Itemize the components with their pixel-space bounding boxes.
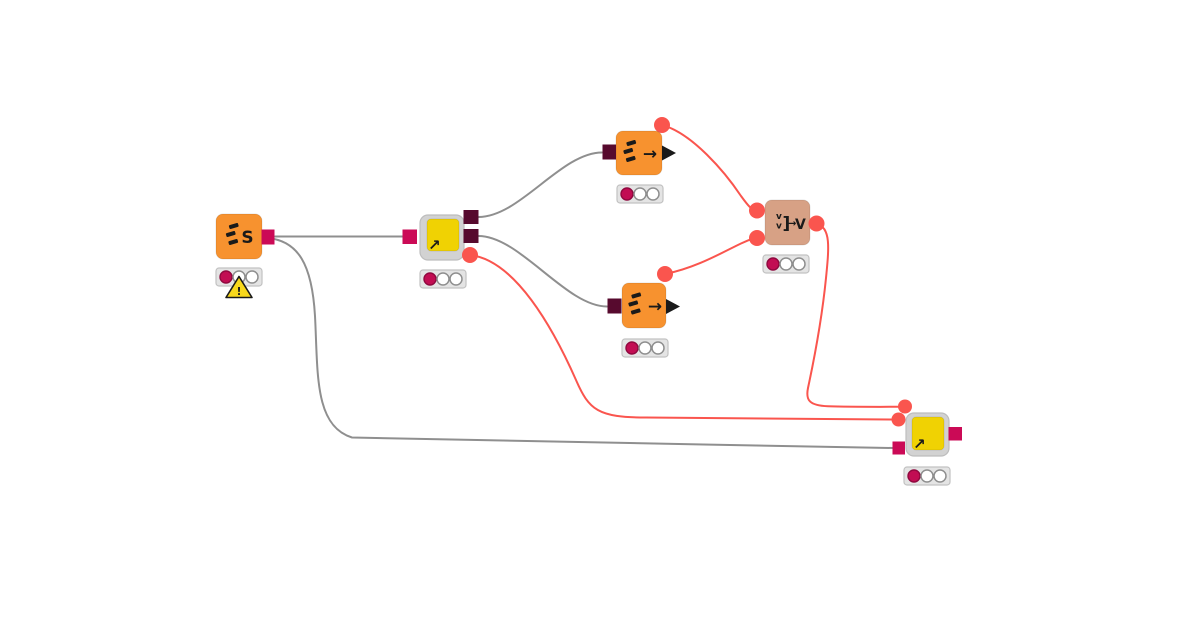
v-big-glyph: V	[795, 217, 806, 233]
connection-node5-node6-variable[interactable]	[806, 223, 899, 408]
input-port-maroon[interactable]	[607, 298, 622, 314]
arrow-glyph: →	[643, 145, 657, 165]
traffic-light-status	[616, 184, 664, 204]
input-port-maroon[interactable]	[602, 144, 617, 160]
traffic-light-status	[621, 338, 669, 358]
connection-node2-node4[interactable]	[477, 235, 608, 308]
status-light-mid	[779, 257, 793, 271]
status-light-mid	[436, 272, 450, 286]
flow-variable-out-port[interactable]	[654, 117, 670, 133]
connection-node2-node6-variable[interactable]	[469, 254, 893, 421]
status-light-right	[646, 187, 660, 201]
status-light-red	[423, 272, 437, 286]
input-port-variable-2[interactable]	[891, 412, 906, 427]
input-port-magenta[interactable]	[892, 441, 906, 455]
node-rows-to-variable-top[interactable]: →	[602, 117, 677, 204]
status-light-red	[907, 469, 921, 483]
status-light-red	[625, 341, 639, 355]
v-small-2: v	[776, 222, 782, 232]
status-light-mid	[920, 469, 934, 483]
warning-icon: !	[225, 275, 253, 299]
output-port-data-triangle[interactable]	[666, 299, 680, 314]
list-arrow-icon: →	[623, 139, 657, 165]
connection-node2-node3[interactable]	[477, 151, 603, 218]
status-light-right	[449, 272, 463, 286]
output-port-maroon-2[interactable]	[463, 229, 479, 243]
component-yellow-square[interactable]	[426, 218, 460, 252]
bracket-glyph: ]	[783, 214, 791, 234]
connection-node1-node6[interactable]	[267, 237, 894, 449]
output-port-maroon-1[interactable]	[463, 210, 479, 224]
node-source[interactable]: S !	[215, 213, 275, 299]
arrow-glyph: →	[788, 219, 796, 230]
list-s-icon: S	[225, 222, 254, 248]
status-light-red	[219, 270, 233, 284]
status-light-right	[933, 469, 947, 483]
status-light-right	[792, 257, 806, 271]
node-source-body[interactable]	[215, 213, 263, 260]
s-glyph: S	[241, 228, 253, 248]
node-rows-to-variable-bottom[interactable]: →	[607, 266, 681, 358]
status-light-right	[245, 270, 259, 284]
status-light-mid	[633, 187, 647, 201]
connection-node3-node5-variable[interactable]	[661, 124, 757, 212]
flow-variable-out-port[interactable]	[657, 266, 673, 282]
node-component-output[interactable]: ↗	[891, 399, 963, 486]
component-yellow-square[interactable]	[911, 416, 945, 451]
merge-variables-icon: v v ] → V	[776, 212, 806, 234]
output-port-flow-variable[interactable]	[462, 247, 478, 263]
list-arrow-icon: →	[628, 292, 662, 317]
warning-glyph: !	[236, 285, 241, 298]
arrow-glyph: →	[648, 297, 662, 317]
input-port-variable-2[interactable]	[749, 230, 765, 246]
open-view-arrow-icon: ↗	[913, 435, 926, 453]
input-port-variable-1[interactable]	[898, 399, 912, 414]
status-light-red	[766, 257, 780, 271]
output-port-magenta[interactable]	[261, 229, 275, 245]
output-port-variable[interactable]	[808, 215, 825, 232]
traffic-light-status	[762, 254, 810, 274]
output-port-magenta[interactable]	[948, 427, 963, 441]
connections-layer	[267, 124, 899, 449]
input-port-magenta[interactable]	[402, 229, 418, 245]
connection-node4-node5-variable[interactable]	[664, 237, 757, 275]
v-small-1: v	[776, 212, 782, 222]
open-view-arrow-icon: ↗	[428, 236, 441, 254]
status-light-mid	[638, 341, 652, 355]
output-port-data-triangle[interactable]	[662, 145, 676, 161]
traffic-light-status	[419, 269, 467, 289]
traffic-light-status	[903, 466, 951, 486]
status-light-right	[651, 341, 665, 355]
node-component-view[interactable]: ↗	[402, 210, 479, 289]
node-merge-variables[interactable]: v v ] → V	[749, 199, 825, 274]
input-port-variable-1[interactable]	[749, 202, 765, 219]
status-light-red	[620, 187, 634, 201]
